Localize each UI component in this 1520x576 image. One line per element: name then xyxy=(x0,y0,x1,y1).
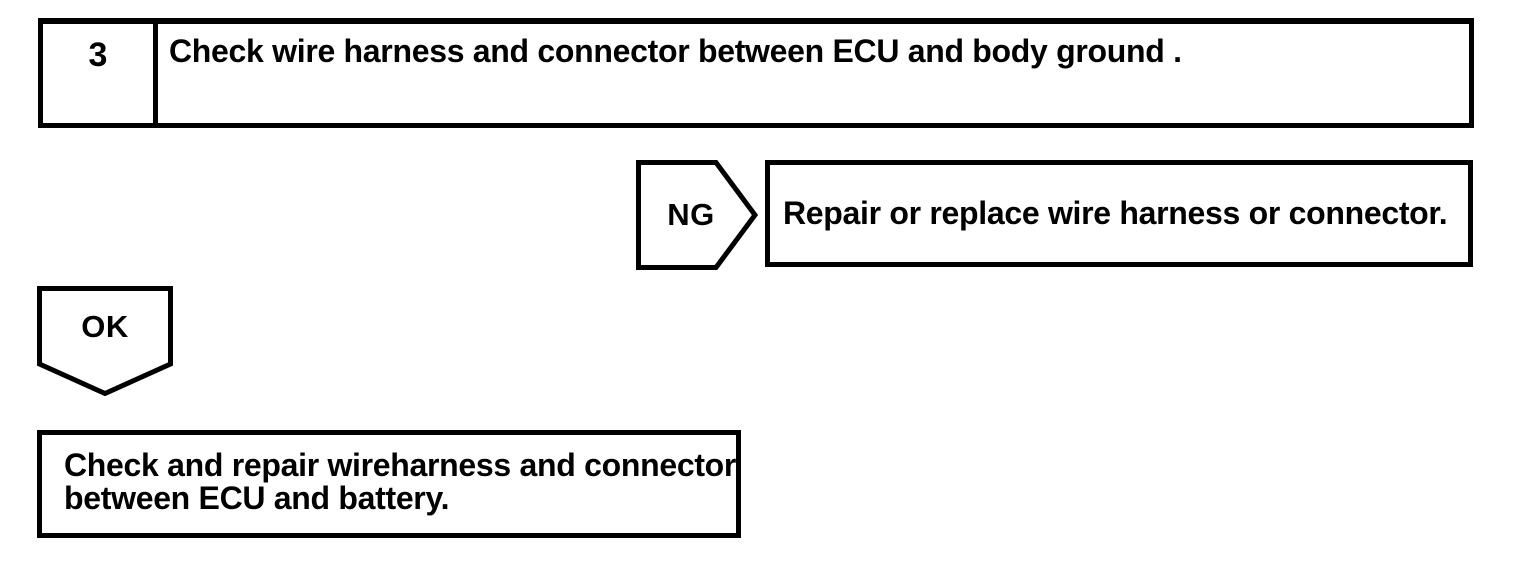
ng-pentagon-outline xyxy=(636,160,758,270)
ok-result-box: Check and repair wireharness and connect… xyxy=(37,430,741,538)
ng-action-box: Repair or replace wire harness or connec… xyxy=(765,160,1473,267)
ok-result-line-1: Check and repair wireharness and connect… xyxy=(64,447,737,483)
ok-pentagon-outline xyxy=(37,286,173,396)
ng-pentagon-shape xyxy=(636,160,758,270)
ok-pentagon-shape xyxy=(37,286,173,396)
ng-branch-label: NG xyxy=(667,197,715,232)
ok-result-line-2: between ECU and battery. xyxy=(64,480,450,516)
ok-branch-label: OK xyxy=(81,309,129,344)
step-number: 3 xyxy=(43,24,158,123)
step-box: 3 Check wire harness and connector betwe… xyxy=(38,18,1474,128)
step-instruction: Check wire harness and connector between… xyxy=(169,33,1182,69)
